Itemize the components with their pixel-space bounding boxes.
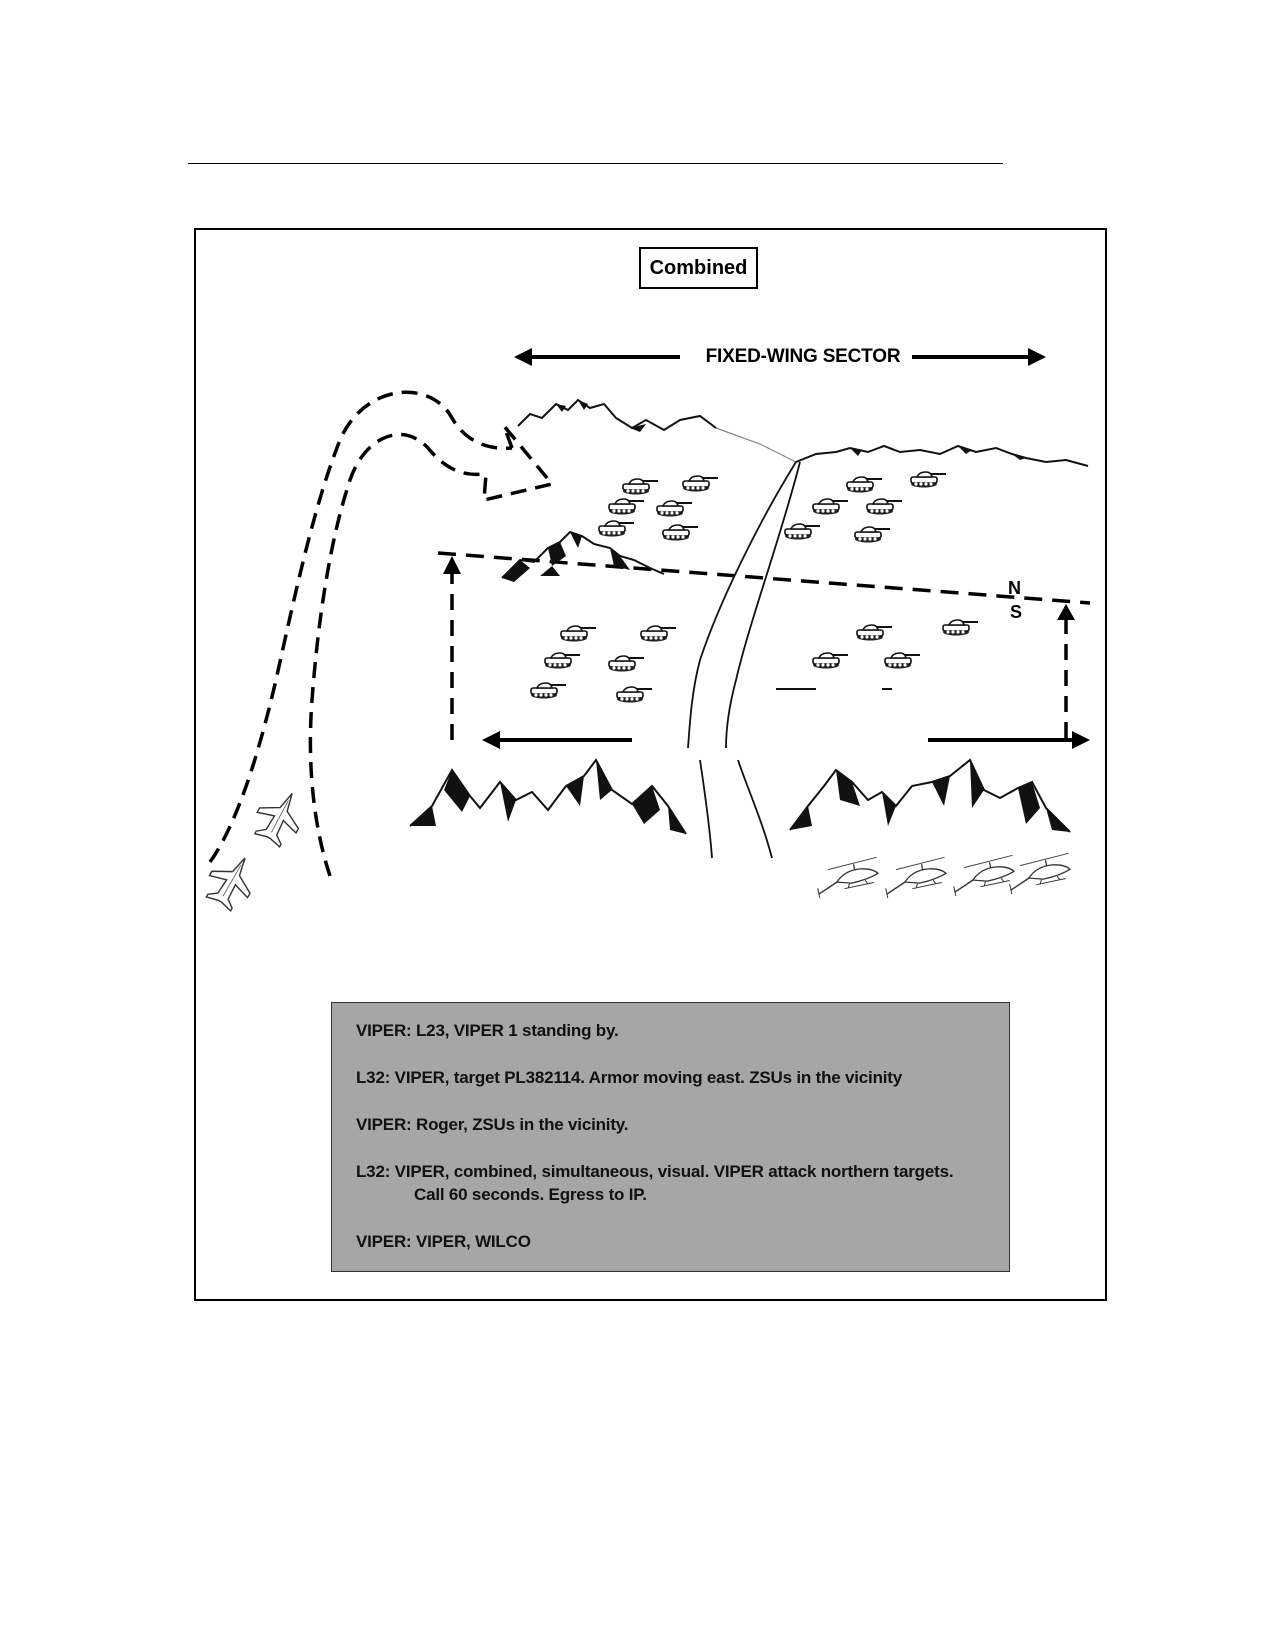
compass-north: N	[1008, 578, 1021, 598]
north-south-boundary	[437, 551, 1091, 605]
fixed-wing-sector-label: FIXED-WING SECTOR	[705, 346, 901, 367]
transcript-line: VIPER: VIPER, WILCO	[356, 1232, 531, 1251]
transcript-line: VIPER: Roger, ZSUs in the vicinity.	[356, 1115, 629, 1134]
attack-direction-arrows	[443, 556, 1075, 740]
transcript-continuation: Call 60 seconds. Egress to IP.	[414, 1185, 647, 1204]
northern-armor	[598, 471, 947, 544]
southern-mountains-right	[789, 758, 1071, 833]
radio-transcript-box: VIPER: L23, VIPER 1 standing by. L32: VI…	[331, 1002, 1010, 1272]
transcript-line: VIPER: L23, VIPER 1 standing by.	[356, 1021, 619, 1040]
northern-ridge	[517, 398, 1089, 467]
attack-helicopter-icon	[1005, 852, 1076, 895]
transcript-line: L32: VIPER, target PL382114. Armor movin…	[356, 1068, 903, 1087]
fighter-jet-icon	[198, 846, 265, 916]
southern-armor	[530, 619, 979, 704]
attack-helicopter-icon	[949, 854, 1020, 897]
transcript-line: L32: VIPER, combined, simultaneous, visu…	[356, 1160, 989, 1206]
compass-south: S	[1010, 602, 1023, 622]
middle-ridge	[501, 530, 665, 582]
valley-road	[687, 461, 801, 859]
figure-frame	[194, 228, 1107, 1301]
attack-helicopter-icon	[881, 856, 952, 899]
header-rule	[188, 163, 1003, 164]
southern-mountains-left	[409, 758, 687, 835]
fighter-jet-icon	[247, 782, 313, 852]
fixed-wing-sector-arrows	[514, 348, 1046, 366]
attack-helicopter-icon	[813, 856, 884, 899]
rotary-wing-sector-arrows	[482, 731, 1090, 749]
diagram-title: Combined	[639, 247, 758, 289]
fixed-wing-attack-paths	[208, 390, 556, 877]
